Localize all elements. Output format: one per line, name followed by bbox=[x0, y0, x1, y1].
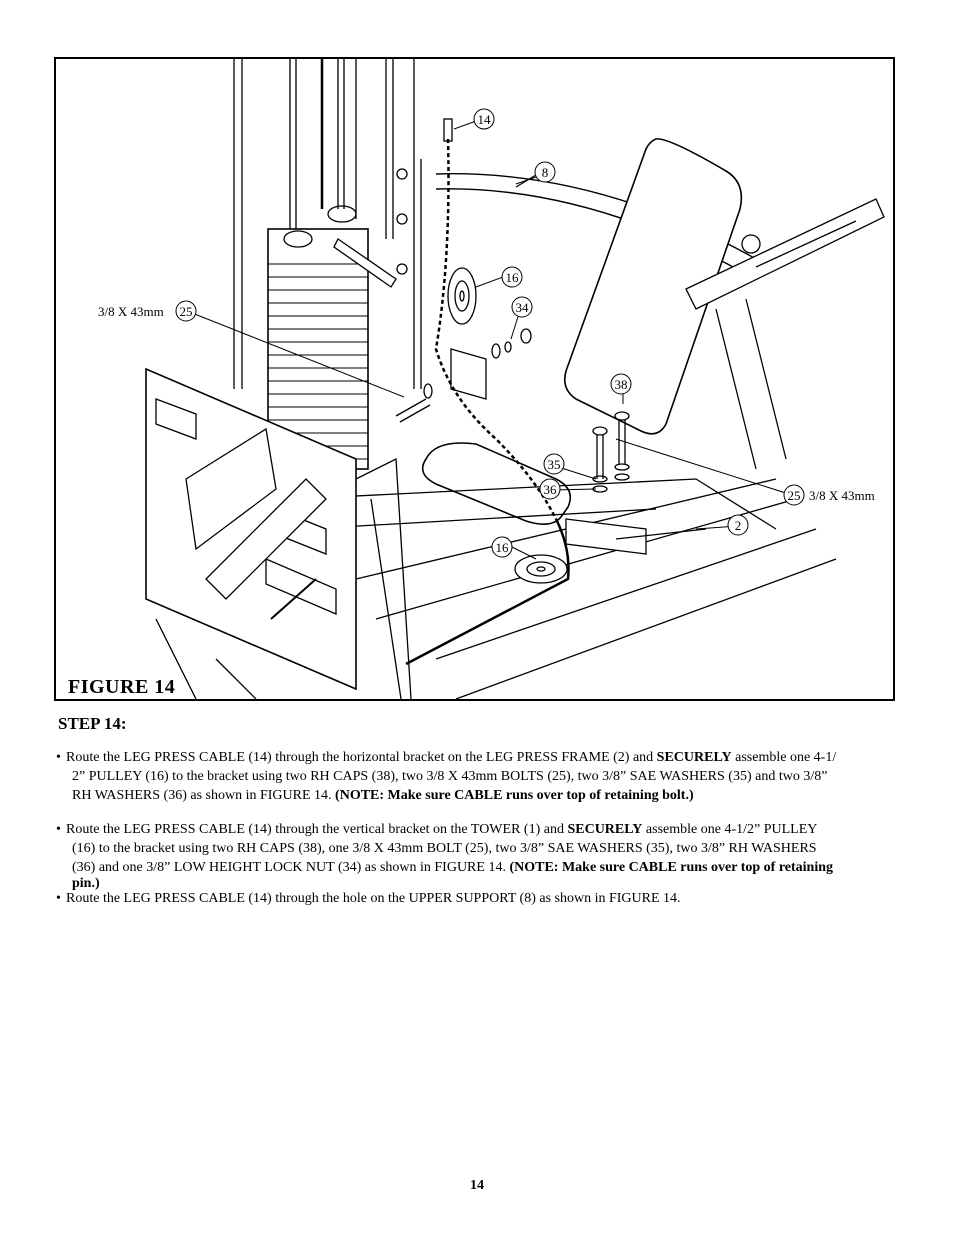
p2-line2: (16) to the bracket using two RH CAPS (3… bbox=[72, 841, 817, 856]
p2-note: (NOTE: Make sure CABLE runs over top of … bbox=[509, 860, 834, 875]
callout-36-circle bbox=[539, 478, 561, 500]
bullet-glyph: • bbox=[56, 822, 61, 837]
p1-line1a: Route the LEG PRESS CABLE (14) through t… bbox=[66, 750, 657, 765]
callout-25-right-circle bbox=[783, 484, 805, 506]
figure-14-illustration: 14 8 16 34 25 38 35 36 25 2 16 3/8 X 43m… bbox=[54, 57, 895, 701]
figure-title: FIGURE 14 bbox=[68, 676, 176, 698]
p2-line1a: Route the LEG PRESS CABLE (14) through t… bbox=[66, 822, 568, 837]
bolt-size-label-left: 3/8 X 43mm bbox=[98, 304, 164, 319]
bullet-glyph: • bbox=[56, 750, 61, 765]
callout-2: 2 bbox=[735, 518, 742, 533]
bullet-glyph: • bbox=[56, 891, 61, 906]
callout-36: 36 bbox=[544, 482, 558, 497]
p2-line1c: assemble one 4-1/2” PULLEY bbox=[642, 822, 818, 837]
p2-line1-emphasis: SECURELY bbox=[567, 822, 643, 837]
callout-14-circle bbox=[473, 108, 495, 130]
p2-note-end: pin.) bbox=[72, 876, 100, 891]
step-bullet-3: • Route the LEG PRESS CABLE (14) through … bbox=[56, 889, 896, 908]
callout-16-lower-circle bbox=[491, 536, 513, 558]
callout-16-lower: 16 bbox=[496, 540, 510, 555]
callout-8: 8 bbox=[542, 165, 549, 180]
callout-25-right: 25 bbox=[788, 488, 801, 503]
callout-38: 38 bbox=[615, 377, 628, 392]
p1-line1-emphasis: SECURELY bbox=[656, 750, 732, 765]
callout-8-circle bbox=[534, 161, 556, 183]
step-bullet-2: • Route the LEG PRESS CABLE (14) through … bbox=[56, 820, 896, 891]
callout-16-upper: 16 bbox=[506, 270, 520, 285]
p2-line3a: (36) and one 3/8” LOW HEIGHT LOCK NUT (3… bbox=[72, 860, 510, 875]
callout-35-circle bbox=[543, 453, 565, 475]
bolt-size-label-right: 3/8 X 43mm bbox=[809, 488, 875, 503]
callout-16-upper-circle bbox=[501, 266, 523, 288]
callout-25-left: 25 bbox=[180, 304, 193, 319]
callout-25-left-circle bbox=[175, 300, 197, 322]
step-bullet-1: • Route the LEG PRESS CABLE (14) through … bbox=[56, 748, 896, 805]
callout-35: 35 bbox=[548, 457, 561, 472]
p3-text: Route the LEG PRESS CABLE (14) through t… bbox=[66, 891, 681, 906]
callout-38-circle bbox=[610, 373, 632, 395]
p1-line2: 2” PULLEY (16) to the bracket using two … bbox=[72, 769, 828, 784]
callout-2-circle bbox=[727, 514, 749, 536]
step-title: STEP 14: bbox=[58, 714, 127, 733]
leg-press-assembly-drawing: 14 8 16 34 25 38 35 36 25 2 16 3/8 X 43m… bbox=[98, 59, 885, 699]
page-number: 14 bbox=[470, 1178, 484, 1193]
callout-34-circle bbox=[511, 296, 533, 318]
callout-14: 14 bbox=[478, 112, 492, 127]
p1-line3a: RH WASHERS (36) as shown in FIGURE 14. bbox=[72, 788, 336, 803]
callout-34: 34 bbox=[516, 300, 530, 315]
p1-line1c: assemble one 4-1/ bbox=[731, 750, 837, 765]
p1-note: (NOTE: Make sure CABLE runs over top of … bbox=[335, 788, 694, 803]
